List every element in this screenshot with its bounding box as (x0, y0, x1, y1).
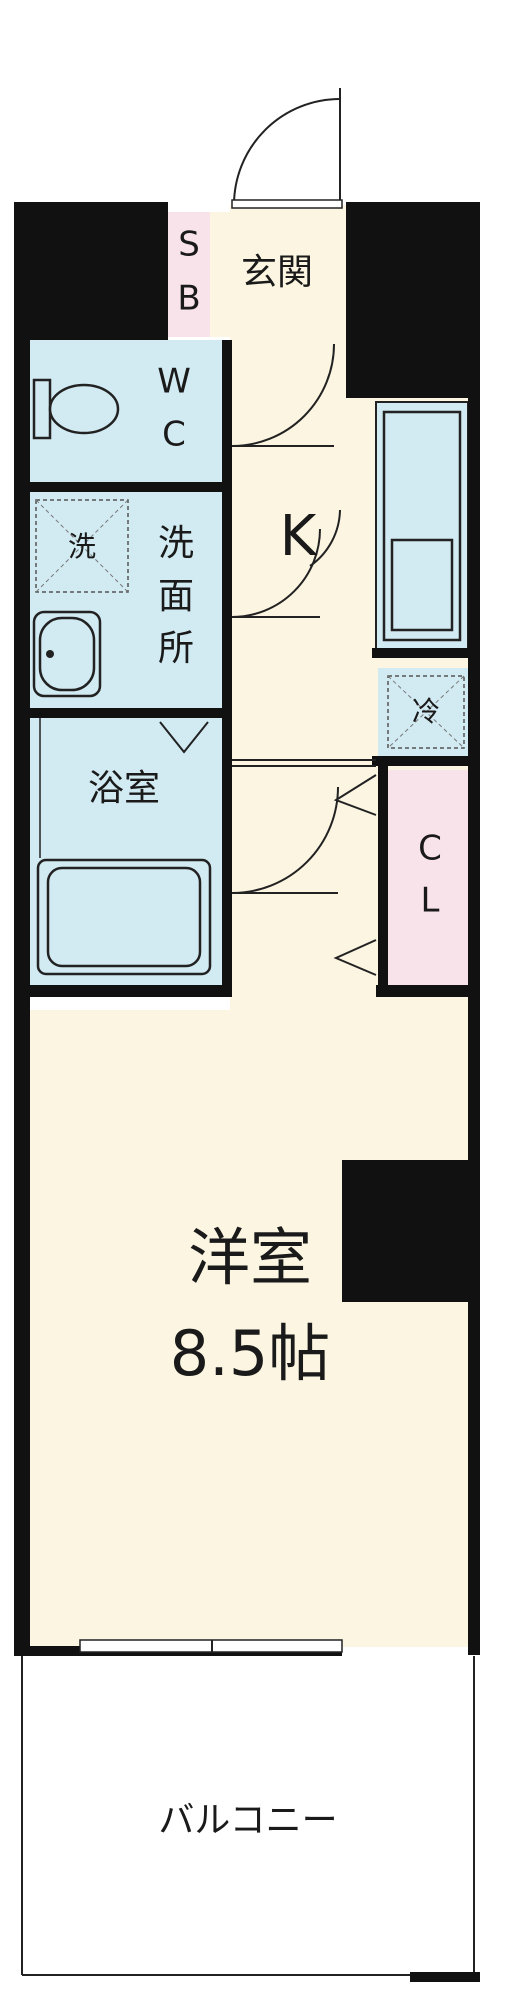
entrance-threshold (231, 199, 343, 209)
senmenjo-label-1: 洗 (158, 523, 194, 564)
wall-counter-bottom (372, 648, 480, 658)
wall-cl-left (378, 766, 388, 996)
fridge-label: 冷 (412, 695, 440, 728)
wall-bottom-right-block (342, 1160, 480, 1302)
wall-right-thin (468, 398, 480, 998)
wall-left (14, 340, 30, 1658)
washer-space-icon (35, 499, 129, 593)
western-room-floor (28, 1010, 474, 1647)
kitchen-counter-icon (382, 410, 462, 642)
kitchen-label: K (280, 504, 318, 569)
senmenjo-label-3: 所 (158, 628, 194, 669)
cl-door-top-icon (333, 774, 377, 816)
sb-floor (168, 212, 210, 337)
balcony-bottom-right-wall (410, 1972, 480, 1982)
wall-bath-bottom (14, 985, 232, 997)
western-room-size: 8.5帖 (170, 1317, 331, 1390)
sb-label-1: S (178, 225, 200, 265)
cl-label-2: L (421, 881, 440, 921)
sink-icon (32, 610, 102, 698)
bath-door-icon (39, 718, 209, 858)
toilet-icon (32, 378, 120, 440)
western-room-name: 洋室 (188, 1221, 312, 1294)
door-swing-icon (233, 98, 341, 206)
wall-right-lower2 (468, 1300, 480, 1655)
cl-label-1: C (418, 829, 442, 869)
wall-left-upper (14, 202, 168, 340)
genkan-floor (210, 212, 345, 337)
senmenjo-door-swing-icon (231, 528, 321, 618)
cl-floor (386, 770, 474, 988)
sb-label-2: B (177, 279, 200, 319)
wall-fridge-bottom (372, 756, 480, 766)
bathtub-icon (36, 858, 212, 976)
room-door-swing-icon (231, 786, 339, 894)
balcony-area (14, 1656, 480, 1981)
wc-door-swing-icon (231, 343, 335, 447)
wall-wc-bottom (14, 482, 232, 492)
kitchen-counter (375, 401, 469, 651)
wc-label-1: W (157, 362, 191, 402)
wall-senmenjo-bottom (14, 708, 232, 718)
cl-door-bottom-icon (333, 939, 377, 976)
fridge-space-icon (387, 675, 465, 749)
balcony-label: バルコニー (158, 1800, 337, 1841)
senmenjo-label-2: 面 (158, 576, 194, 617)
wall-room-top (376, 985, 480, 997)
washer-label: 洗 (68, 530, 96, 563)
wc-label-2: C (162, 415, 186, 455)
wall-right-top-block (346, 202, 480, 398)
genkan-label: 玄関 (241, 252, 313, 293)
kitchen-arc-icon (309, 509, 341, 567)
bath-label: 浴室 (88, 768, 160, 809)
wall-wet-right (222, 340, 232, 997)
